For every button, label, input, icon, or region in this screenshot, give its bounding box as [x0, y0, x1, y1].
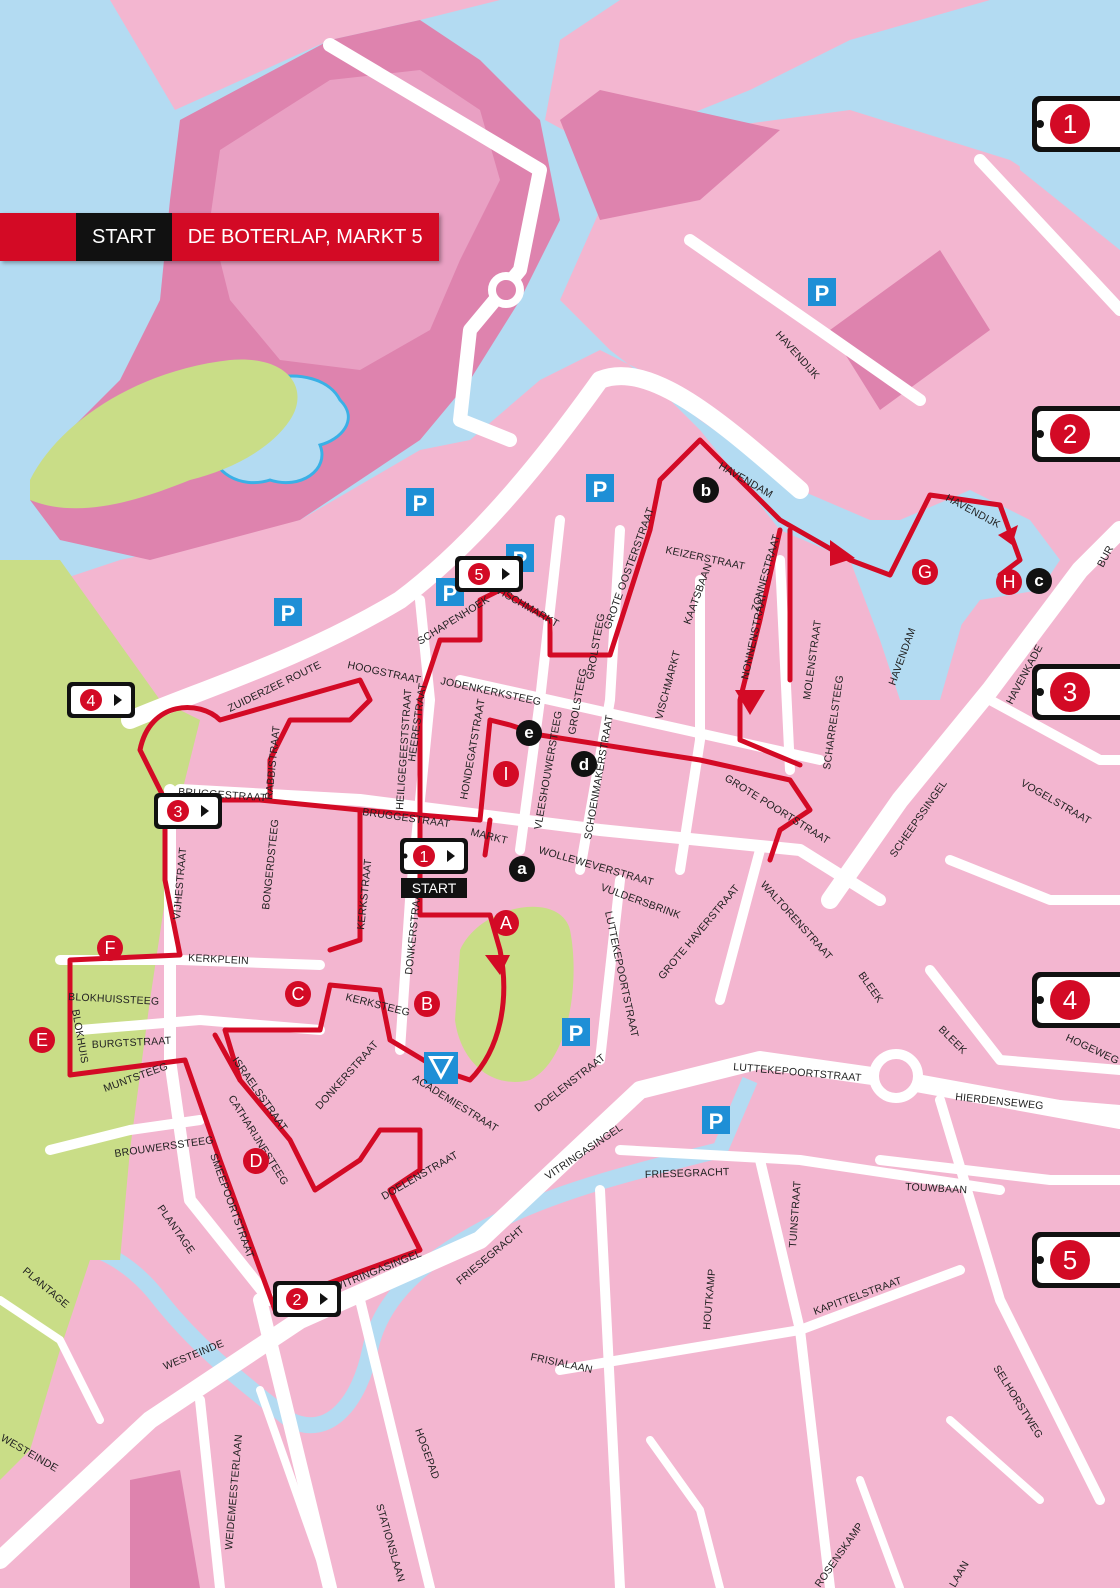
street-label: BURGTSTRAAT: [92, 1035, 172, 1051]
svg-text:2: 2: [293, 1292, 302, 1309]
route-marker-b: B: [414, 991, 440, 1017]
stop-marker-5: 5: [455, 556, 523, 592]
industrial-block-3: [130, 1470, 200, 1588]
svg-text:D: D: [250, 1151, 263, 1171]
route-marker-h: H: [996, 569, 1022, 595]
route-marker-d: D: [243, 1148, 269, 1174]
svg-text:P: P: [569, 1021, 584, 1046]
route-arrow-a: [485, 955, 510, 975]
side-stop-number: 4: [1050, 980, 1090, 1020]
industrial-block-2: [560, 90, 780, 220]
poi-markers: a b c d e: [509, 477, 1052, 882]
parking-icon: P: [562, 1018, 590, 1046]
route-marker-e: E: [29, 1027, 55, 1053]
svg-text:START: START: [412, 880, 457, 896]
route-arrow-east: [830, 540, 855, 566]
route-markers: A B C D E F G H I: [29, 559, 1022, 1174]
water-harbour: [890, 490, 1060, 700]
route-marker-g: G: [912, 559, 938, 585]
stop-markers: 1 START 2 3 4: [67, 556, 523, 1317]
side-stop-number: 2: [1050, 414, 1090, 454]
svg-text:I: I: [503, 764, 508, 784]
parking-icon: P: [702, 1106, 730, 1134]
poi-marker-b: b: [693, 477, 719, 503]
side-stop-2[interactable]: 2: [1032, 406, 1120, 462]
start-banner: START DE BOTERLAP, MARKT 5: [0, 213, 439, 261]
stop-marker-4: 4: [67, 682, 135, 718]
street-label: BLOKHUISSTEEG: [68, 991, 160, 1008]
svg-text:A: A: [500, 913, 512, 933]
svg-text:P: P: [443, 581, 458, 606]
stop-marker-2: 2: [273, 1281, 341, 1317]
roundabout-north: [488, 272, 524, 308]
side-stop-dot: [1036, 996, 1044, 1004]
poi-marker-a: a: [509, 856, 535, 882]
route-marker-a: A: [493, 910, 519, 936]
svg-text:4: 4: [87, 693, 96, 710]
svg-text:b: b: [701, 481, 711, 500]
route-marker-i: I: [493, 761, 519, 787]
side-stop-number: 1: [1050, 104, 1090, 144]
street-label: TOUWBAAN: [905, 1181, 968, 1196]
route-arrow-south: [735, 690, 765, 715]
svg-text:a: a: [517, 859, 527, 878]
svg-text:P: P: [709, 1109, 724, 1134]
parking-icon: P: [274, 598, 302, 626]
svg-text:B: B: [421, 994, 433, 1014]
poi-marker-d: d: [571, 751, 597, 777]
route-marker-c: C: [285, 981, 311, 1007]
side-stop-3[interactable]: 3: [1032, 664, 1120, 720]
street-label: FRIESEGRACHT: [645, 1166, 730, 1181]
water-canal: [27, 1076, 758, 1434]
vvv-tourist-office-icon: [424, 1052, 458, 1084]
svg-text:P: P: [281, 601, 296, 626]
svg-text:P: P: [815, 281, 830, 306]
svg-text:5: 5: [475, 567, 484, 584]
side-stop-1[interactable]: 1: [1032, 96, 1120, 152]
stop-marker-3: 3: [154, 793, 222, 829]
start-label: START: [76, 213, 172, 261]
svg-text:1: 1: [420, 849, 429, 866]
park-west: [0, 560, 200, 1260]
svg-text:H: H: [1003, 572, 1016, 592]
svg-text:C: C: [292, 984, 305, 1004]
walking-route: [67, 437, 1023, 1313]
side-stop-dot: [1036, 120, 1044, 128]
svg-text:E: E: [36, 1030, 48, 1050]
poi-marker-c: c: [1026, 568, 1052, 594]
roundabout-east: [869, 1049, 923, 1103]
parking-icon: P: [586, 474, 614, 502]
svg-text:c: c: [1034, 571, 1043, 590]
poi-marker-e: e: [516, 720, 542, 746]
side-stop-dot: [1036, 430, 1044, 438]
side-stop-4[interactable]: 4: [1032, 972, 1120, 1028]
street-label: TUINSTRAAT: [787, 1180, 804, 1248]
side-stop-dot: [1036, 1256, 1044, 1264]
side-stop-number: 3: [1050, 672, 1090, 712]
side-stop-dot: [1036, 688, 1044, 696]
route-marker-f: F: [97, 935, 123, 961]
parking-icon: P: [406, 488, 434, 516]
svg-text:G: G: [918, 562, 932, 582]
svg-text:d: d: [579, 755, 589, 774]
street-label: KERKPLEIN: [188, 952, 249, 967]
svg-text:e: e: [524, 723, 533, 742]
route-arrow-harbour: [998, 525, 1018, 545]
svg-text:P: P: [593, 477, 608, 502]
side-stop-number: 5: [1050, 1240, 1090, 1280]
side-stop-5[interactable]: 5: [1032, 1232, 1120, 1288]
parking-icon: P: [808, 278, 836, 306]
start-address: DE BOTERLAP, MARKT 5: [171, 213, 439, 261]
park-center: [455, 906, 574, 1082]
svg-text:3: 3: [174, 804, 183, 821]
svg-text:P: P: [413, 491, 428, 516]
stop-marker-1: 1 START: [400, 838, 468, 898]
street-label: HOUTKAMP: [701, 1268, 718, 1330]
park-northwest: [30, 359, 298, 509]
banner-accent: [0, 213, 76, 261]
svg-text:F: F: [105, 938, 116, 958]
parking-icon: P: [436, 578, 464, 606]
